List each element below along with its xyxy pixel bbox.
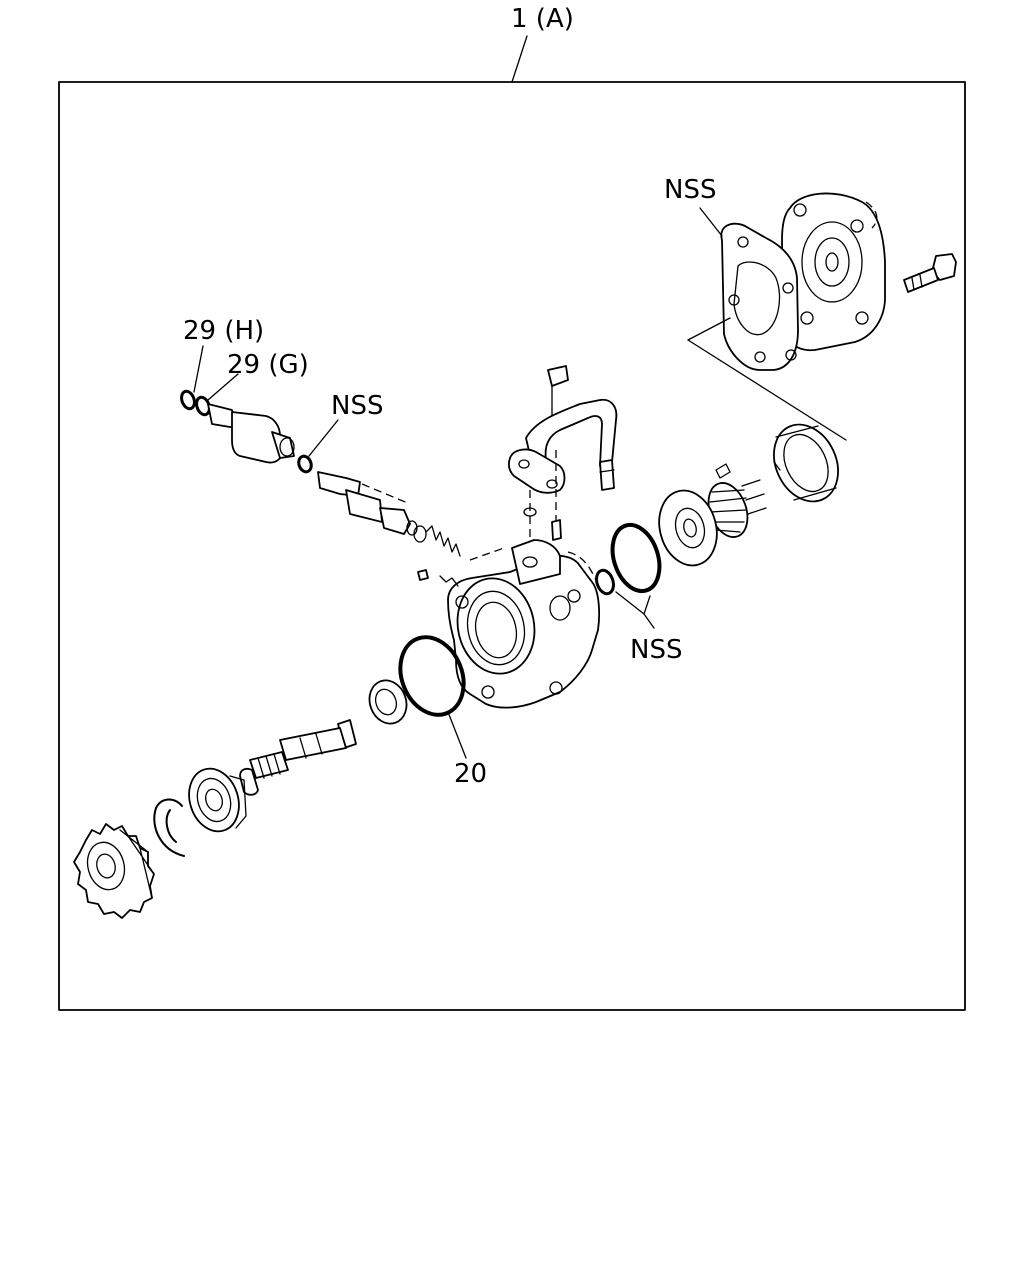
nss-valve-callout: NSS: [331, 391, 383, 421]
drive-gear: [73, 823, 155, 919]
small-o-ring-right: [595, 568, 615, 596]
seal-20-leader: [447, 711, 467, 759]
pump-housing: [417, 539, 600, 709]
oring-29g-callout: 29 (G): [227, 350, 309, 380]
nss-gasket-leader: [699, 207, 723, 237]
ball-bearing: [188, 767, 247, 833]
flow-control-valve: [180, 389, 461, 557]
pressure-plate: [658, 489, 718, 567]
cover-gasket: [720, 222, 799, 371]
snap-ring: [153, 798, 185, 857]
oring-29h-leader: [193, 345, 204, 393]
rear-cover: [781, 192, 886, 352]
cover-bolt: [903, 253, 957, 293]
nss-oring-callout: NSS: [630, 635, 682, 665]
oring-29g-leader: [207, 373, 239, 401]
assembly-callout: 1 (A): [511, 4, 574, 34]
outlet-pipe: [507, 365, 618, 494]
assembly-leader-line: [511, 35, 528, 83]
oring-29h-callout: 29 (H): [183, 316, 264, 346]
nss-gasket-callout: NSS: [664, 175, 716, 205]
seal-20-callout: 20: [454, 759, 487, 789]
o-ring-29h: [180, 389, 196, 411]
cam-ring: [773, 423, 839, 503]
large-o-ring-right: [610, 522, 662, 594]
o-ring-valve-nss: [297, 454, 313, 474]
nss-right-leader: [615, 591, 651, 615]
o-ring-20: [398, 635, 466, 717]
nss-valve-leader: [308, 419, 339, 457]
oil-seal: [368, 679, 408, 725]
drive-shaft: [239, 719, 357, 796]
